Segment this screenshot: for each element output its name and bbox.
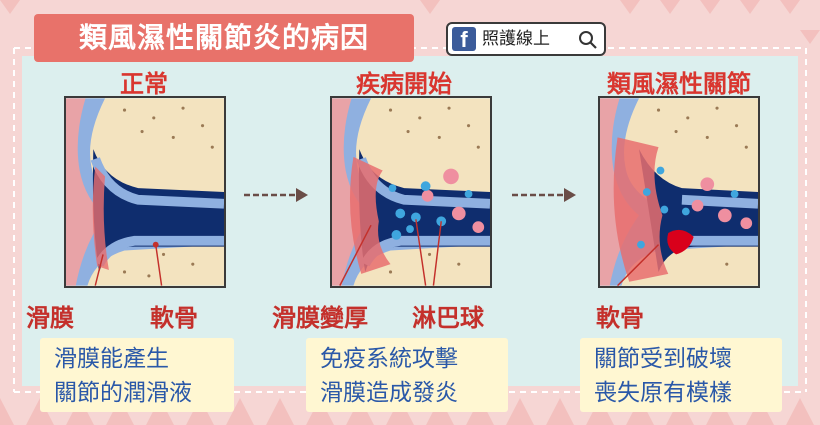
arrow-icon-2 [512, 188, 576, 202]
label-lymphocytes: 淋巴球 [412, 304, 484, 332]
label-cartilage-rheumatoid: 軟骨 [596, 304, 644, 332]
note-normal-line1: 滑膜能產生 [54, 346, 169, 372]
note-rheumatoid-line2: 喪失原有模樣 [594, 380, 732, 406]
note-normal-line2: 關節的潤滑液 [54, 380, 192, 406]
note-onset-line1: 免疫系統攻擊 [320, 346, 458, 372]
facebook-badge[interactable]: f 照護線上 [446, 22, 606, 56]
label-synovium: 滑膜 [26, 304, 74, 332]
stage-title-rheumatoid: 類風濕性關節 [607, 70, 751, 98]
note-rheumatoid: 關節受到破壞 喪失原有模樣 [580, 338, 782, 412]
arrow-icon-1 [244, 188, 308, 202]
facebook-icon: f [452, 27, 476, 52]
stage-title-normal: 正常 [120, 70, 168, 98]
search-icon [579, 31, 597, 49]
joint-diagram-onset [330, 96, 492, 288]
note-rheumatoid-line1: 關節受到破壞 [594, 346, 732, 372]
joint-diagram-rheumatoid [598, 96, 760, 288]
page-title: 類風濕性關節炎的病因 [34, 14, 414, 62]
label-synovium-thickened: 滑膜變厚 [272, 304, 368, 332]
joint-diagram-normal [64, 96, 226, 288]
note-onset-line2: 滑膜造成發炎 [320, 380, 458, 406]
note-normal: 滑膜能產生 關節的潤滑液 [40, 338, 234, 412]
label-cartilage-normal: 軟骨 [150, 304, 198, 332]
note-onset: 免疫系統攻擊 滑膜造成發炎 [306, 338, 508, 412]
stage-title-onset: 疾病開始 [356, 70, 452, 98]
badge-text: 照護線上 [482, 29, 550, 49]
